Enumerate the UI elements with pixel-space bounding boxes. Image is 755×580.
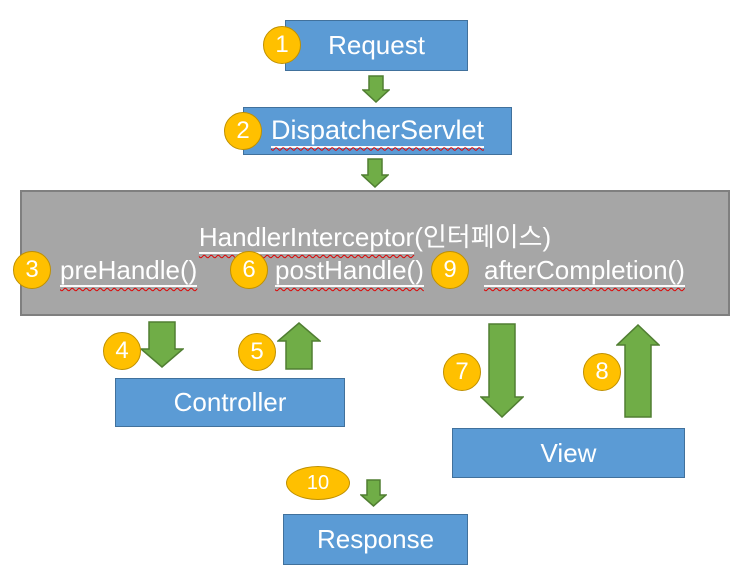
step-badge-4-number: 4 xyxy=(115,337,129,364)
response-label: Response xyxy=(316,524,435,554)
arrow-dispatcherservlet-to-interceptor xyxy=(361,158,389,188)
arrow-to-response xyxy=(360,479,387,507)
step-badge-5-number: 5 xyxy=(250,338,264,365)
arrow-interceptor-to-controller xyxy=(140,321,184,368)
step-badge-10-number: 10 xyxy=(306,471,330,494)
step-badge-7: 7 xyxy=(443,353,481,391)
request-box: Request xyxy=(285,20,468,71)
method-prehandle-label: preHandle() xyxy=(60,255,198,287)
method-aftercompletion-label: afterCompletion() xyxy=(484,255,685,287)
method-posthandle-label: postHandle() xyxy=(275,255,424,287)
step-badge-3: 3 xyxy=(13,251,51,289)
step-badge-2-number: 2 xyxy=(236,117,250,144)
step-badge-2: 2 xyxy=(224,112,262,150)
step-badge-8: 8 xyxy=(583,353,621,391)
step-badge-6: 6 xyxy=(230,251,268,289)
arrow-request-to-dispatcherservlet xyxy=(362,75,390,103)
step-badge-1-number: 1 xyxy=(275,31,289,58)
view-label: View xyxy=(540,437,597,468)
step-badge-9: 9 xyxy=(431,251,469,289)
handler-interceptor-title-suffix: (인터페이스) xyxy=(414,222,552,252)
step-badge-3-number: 3 xyxy=(25,256,39,283)
view-box: View xyxy=(452,428,685,478)
arrow-view-to-interceptor xyxy=(616,324,660,418)
step-badge-7-number: 7 xyxy=(455,358,469,385)
dispatcherservlet-label: DispatcherServlet xyxy=(270,115,485,148)
step-badge-1: 1 xyxy=(263,26,301,64)
step-badge-5: 5 xyxy=(238,333,276,371)
handler-interceptor-title: HandlerInterceptor(인터페이스) xyxy=(22,222,728,254)
step-badge-9-number: 9 xyxy=(443,256,457,283)
step-badge-6-number: 6 xyxy=(242,256,256,283)
response-box: Response xyxy=(283,514,468,565)
controller-box: Controller xyxy=(115,378,345,427)
request-label: Request xyxy=(328,30,425,60)
controller-label: Controller xyxy=(173,387,287,417)
arrow-controller-to-interceptor xyxy=(277,322,321,370)
step-badge-8-number: 8 xyxy=(595,358,609,385)
dispatcherservlet-box: DispatcherServlet xyxy=(243,107,512,155)
handler-interceptor-title-text: HandlerInterceptor xyxy=(198,222,415,254)
step-badge-10: 10 xyxy=(286,466,350,500)
handler-interceptor-panel: HandlerInterceptor(인터페이스) preHandle() po… xyxy=(20,190,730,316)
step-badge-4: 4 xyxy=(103,332,141,370)
arrow-interceptor-to-view xyxy=(480,323,524,418)
